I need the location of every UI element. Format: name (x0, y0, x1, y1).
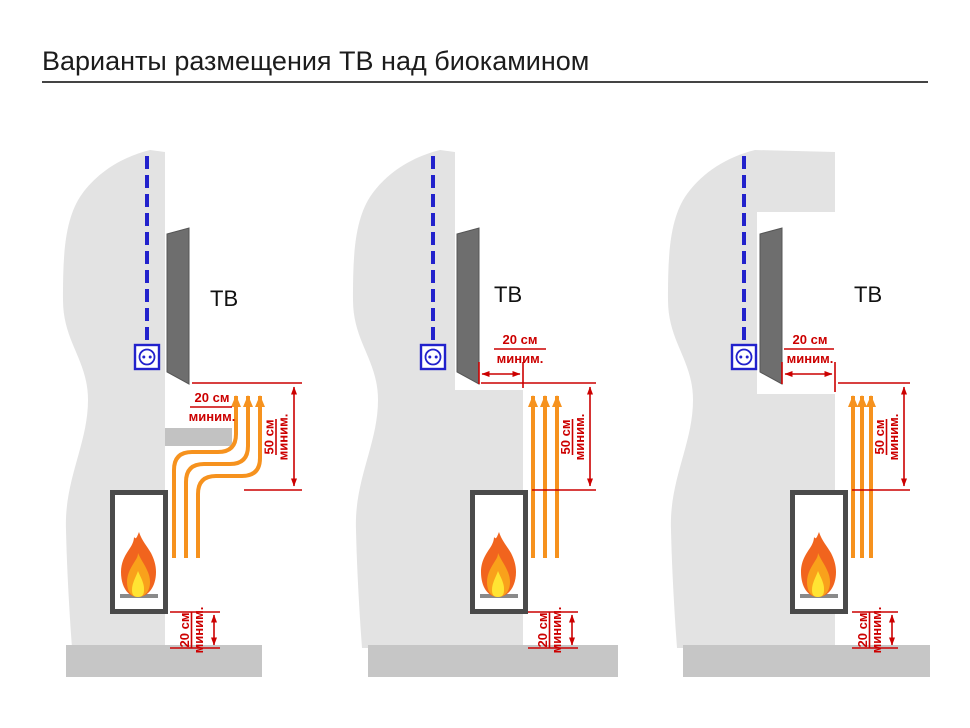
tv-panel (759, 227, 783, 385)
power-outlet-icon (419, 343, 447, 371)
fireplace (473, 493, 526, 612)
floor (683, 645, 930, 677)
power-outlet-icon (133, 343, 161, 371)
height-dimension-unit: миним. (572, 414, 587, 461)
floor-gap-unit: миним. (549, 607, 564, 654)
tv-panel (456, 227, 480, 385)
floor-gap-value: 20 см (855, 613, 870, 648)
tv-label: ТВ (210, 286, 238, 311)
height-dimension-value: 50 см (262, 420, 277, 455)
diagram-variant-3: ТВ 20 см миним. 50 см миним. 20 см миним… (668, 150, 930, 677)
diagram-variant-1: ТВ 20 см миним. 50 см миним. 20 см миним… (63, 150, 302, 677)
gap-dimension-value: 20 см (195, 390, 230, 405)
protective-shelf (165, 428, 232, 446)
height-dimension-unit: миним. (886, 414, 901, 461)
gap-dimension-value: 20 см (503, 332, 538, 347)
tv-label: ТВ (854, 282, 882, 307)
heat-arrow (172, 395, 241, 558)
diagram-variant-2: ТВ 20 см миним. 50 см миним. 20 см миним… (353, 150, 618, 677)
gap-dimension-unit: миним. (189, 409, 236, 424)
floor (368, 645, 618, 677)
floor (66, 645, 262, 677)
gap-dimension-unit: миним. (497, 351, 544, 366)
height-dimension-unit: миним. (276, 414, 291, 461)
floor-gap-value: 20 см (535, 613, 550, 648)
heat-arrow (184, 395, 253, 558)
fireplace (793, 493, 846, 612)
floor-gap-unit: миним. (869, 607, 884, 654)
tv-panel (166, 227, 190, 385)
floor-gap-value: 20 см (177, 613, 192, 648)
tv-label: ТВ (494, 282, 522, 307)
gap-dimension-value: 20 см (793, 332, 828, 347)
floor-gap-unit: миним. (191, 607, 206, 654)
gap-dimension-unit: миним. (787, 351, 834, 366)
power-outlet-icon (730, 343, 758, 371)
heat-arrow (196, 395, 265, 558)
page-title: Варианты размещения ТВ над биокамином (42, 46, 589, 76)
height-dimension-value: 50 см (872, 420, 887, 455)
height-dimension-value: 50 см (558, 420, 573, 455)
fireplace (113, 493, 166, 612)
